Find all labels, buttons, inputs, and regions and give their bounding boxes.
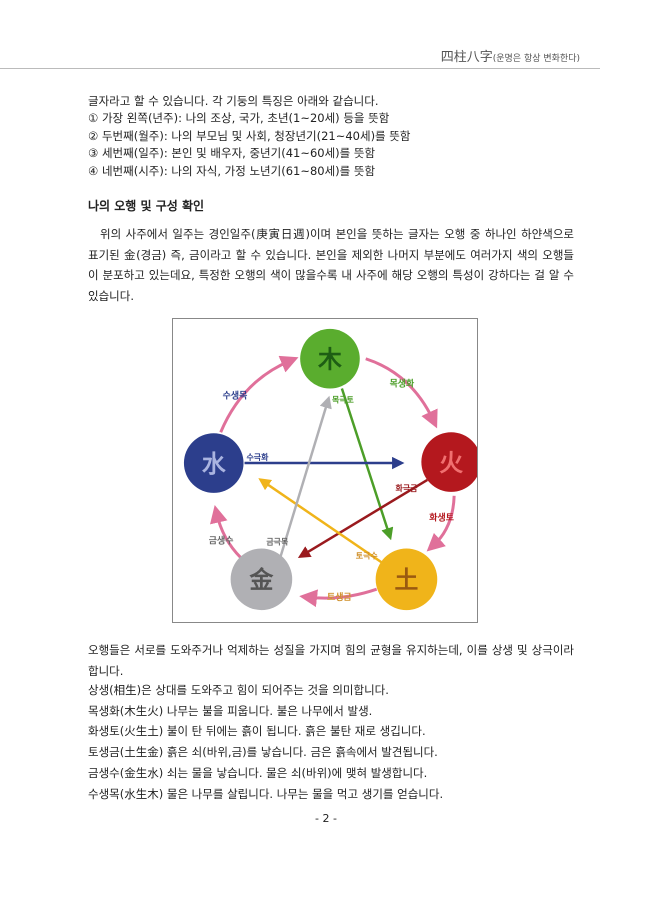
- section-heading: 나의 오행 및 구성 확인: [88, 199, 205, 213]
- earth-glyph: 土: [395, 566, 419, 594]
- fire-glyph: 火: [439, 449, 463, 477]
- body-line: 금생수(金生水) 쇠는 물을 낳습니다. 물은 쇠(바위)에 맺혀 발생합니다.: [88, 766, 428, 780]
- ke-arrow-earth-water: [258, 478, 383, 564]
- sheng-arrow-water-wood: [219, 355, 299, 433]
- label-hwa-saeng-to: 화생토: [429, 512, 454, 524]
- water-glyph: 水: [202, 450, 226, 478]
- label-geum-geuk-mok: 금극목: [266, 538, 289, 547]
- body-line: 토생금(土生金) 흙은 쇠(바위,금)를 낳습니다. 금은 흙속에서 발견됩니다…: [88, 745, 438, 759]
- header-divider: [0, 68, 600, 69]
- wood-circle: [300, 328, 360, 389]
- sheng-arrow-earth-metal: [299, 587, 378, 608]
- sheng-arrow-fire-earth: [426, 495, 456, 552]
- metal-glyph: 金: [249, 566, 274, 594]
- pillar-item: ② 두번째(월주): 나의 부모님 및 사회, 청장년기(21~40세)를 뜻함: [88, 129, 411, 143]
- label-hwa-geuk-geum: 화극금: [396, 483, 419, 493]
- five-elements-diagram: 木 火 土 金 水 수생목 목생화 화생토 토생금 금생수 목극토 수극화 화극…: [172, 318, 478, 623]
- pillar-item: ① 가장 왼쪽(년주): 나의 조상, 국가, 초년(1~20세) 등을 뜻함: [88, 111, 390, 125]
- metal-circle: [230, 548, 293, 611]
- body-line: 상생(相生)은 상대를 도와주고 힘이 되어주는 것을 의미합니다.: [88, 683, 389, 697]
- earth-circle: [375, 548, 438, 611]
- fire-circle: [421, 432, 477, 492]
- sheng-arrow-metal-water: [210, 505, 242, 559]
- wood-glyph: 木: [317, 346, 342, 374]
- header-subtitle: (운명은 항상 변화한다): [492, 54, 580, 64]
- label-mok-geuk-to: 목극토: [332, 395, 355, 404]
- intro-line: 글자라고 할 수 있습니다. 각 기둥의 특징은 아래와 같습니다.: [88, 94, 379, 108]
- pillar-item: ③ 세번째(일주): 본인 및 배우자, 중년기(41~60세)를 뜻함: [88, 146, 376, 160]
- body-line: 화생토(火生土) 불이 탄 뒤에는 흙이 됩니다. 흙은 불탄 재로 생깁니다.: [88, 724, 426, 738]
- water-circle: [183, 433, 244, 493]
- ke-arrow-fire-metal: [297, 478, 428, 559]
- sheng-arrow-wood-fire: [365, 357, 438, 429]
- ke-arrow-metal-wood: [279, 395, 332, 558]
- pillar-item: ④ 네번째(시주): 나의 자식, 가정 노년기(61~80세)를 뜻함: [88, 164, 376, 178]
- section-paragraph: 위의 사주에서 일주는 경인일주(庚寅日週)이며 본인을 뜻하는 글자는 오행 …: [88, 227, 574, 304]
- body-line: 수생목(水生木) 물은 나무를 살립니다. 나무는 물을 먹고 생기를 얻습니다…: [88, 787, 444, 801]
- page-number: - 2 -: [315, 812, 337, 825]
- label-to-saeng-geum: 토생금: [327, 591, 352, 603]
- label-su-geuk-hwa: 수극화: [247, 452, 270, 462]
- label-mok-saeng-hwa: 목생화: [390, 378, 415, 390]
- label-su-saeng-mok: 수생목: [223, 389, 248, 401]
- label-to-geuk-su: 토극수: [356, 551, 379, 560]
- running-header: 四柱八字(운명은 항상 변화한다): [441, 46, 580, 65]
- label-geum-saeng-su: 금생수: [209, 535, 234, 547]
- body-line: 목생화(木生火) 나무는 불을 피웁니다. 불은 나무에서 발생.: [88, 704, 373, 718]
- body-paragraph: 오행들은 서로를 도와주거나 억제하는 성질을 가지며 힘의 균형을 유지하는데…: [88, 643, 574, 678]
- header-title: 四柱八字: [440, 50, 493, 65]
